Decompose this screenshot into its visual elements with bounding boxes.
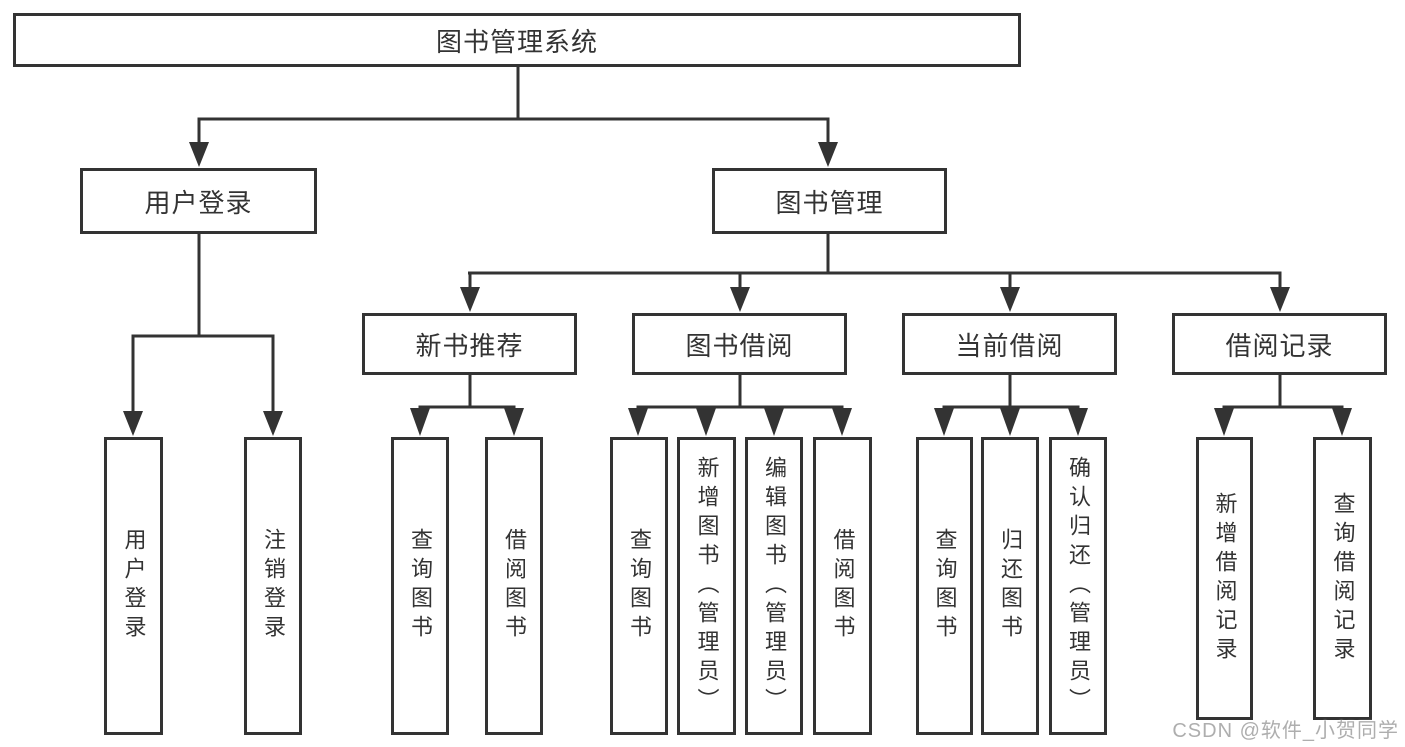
node-query-books-1: 查询图书 [391,437,449,735]
arrowhead [123,411,143,436]
node-book-borrowing: 图书借阅 [632,313,847,375]
arrowhead [1214,408,1234,436]
node-label: 借阅图书 [502,528,527,644]
node-label: 用户登录 [144,187,253,218]
node-book-management: 图书管理 [712,168,947,234]
node-query-books-3: 查询图书 [916,437,973,735]
arrowhead [832,408,852,436]
node-add-borrow-record: 新增借阅记录 [1196,437,1253,720]
arrowhead [628,408,648,436]
arrowhead [1068,408,1088,436]
node-logout-action: 注销登录 [244,437,302,735]
node-edit-books-admin: 编辑图书（管理员） [745,437,803,735]
arrowhead [730,287,750,312]
arrowhead [1000,287,1020,312]
node-label: 查询图书 [627,528,652,644]
node-return-books: 归还图书 [981,437,1039,735]
node-user-login: 用户登录 [80,168,317,234]
arrowhead [263,411,283,436]
arrowhead [504,408,524,436]
arrowhead [460,287,480,312]
node-label: 借阅图书 [830,528,856,644]
node-label: 确认归还（管理员） [1066,455,1091,717]
node-query-books-2: 查询图书 [610,437,668,735]
node-library-management-system: 图书管理系统 [13,13,1021,67]
arrowhead [1332,408,1352,436]
arrowhead [189,142,209,167]
node-confirm-return-admin: 确认归还（管理员） [1049,437,1107,735]
arrowhead [1270,287,1290,312]
node-new-book-recommend: 新书推荐 [362,313,577,375]
node-label: 用户登录 [121,528,147,644]
node-label: 查询借阅记录 [1330,491,1356,666]
arrowhead [818,142,838,167]
arrowhead [696,408,716,436]
node-label: 借阅记录 [1225,330,1334,361]
node-label: 编辑图书（管理员） [762,455,787,717]
node-label: 图书管理 [775,187,884,218]
node-borrow-books-2: 借阅图书 [813,437,872,735]
arrowhead [1000,408,1020,436]
node-label: 新书推荐 [415,330,524,361]
node-borrow-books-1: 借阅图书 [485,437,543,735]
node-label: 注销登录 [261,528,286,644]
node-label: 新增借阅记录 [1212,491,1238,666]
node-label: 图书借阅 [685,330,794,361]
node-label: 图书管理系统 [435,26,598,57]
node-label: 新增图书（管理员） [694,455,720,717]
arrowhead [934,408,954,436]
node-user-login-action: 用户登录 [104,437,163,735]
arrowhead [764,408,784,436]
node-label: 查询图书 [932,528,958,644]
csdn-watermark: CSDN @软件_小贺同学 [1172,720,1399,742]
node-label: 查询图书 [408,528,433,644]
node-query-borrow-record: 查询借阅记录 [1313,437,1372,720]
node-current-borrowing: 当前借阅 [902,313,1117,375]
node-label: 归还图书 [998,528,1023,644]
arrowhead [410,408,430,436]
arrowheads [123,142,1352,436]
node-label: 当前借阅 [955,330,1064,361]
connector-lines [131,67,1344,413]
node-add-books-admin: 新增图书（管理员） [677,437,736,735]
node-borrowing-records: 借阅记录 [1172,313,1387,375]
